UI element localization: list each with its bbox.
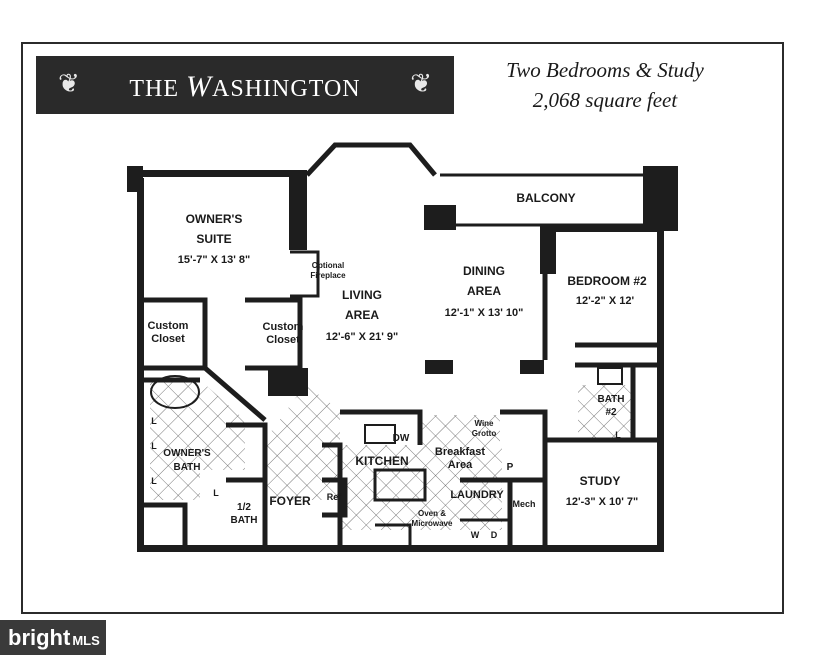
owners-bath-line2: BATH <box>173 462 200 473</box>
study-name: STUDY <box>580 474 621 488</box>
badge-brand: bright <box>8 625 71 650</box>
plan-title: THE WASHINGTON <box>36 70 454 104</box>
living-area-name1: LIVING <box>342 288 382 302</box>
balcony-name: BALCONY <box>516 191 575 205</box>
owners-bath-line1: OWNER'S <box>163 448 211 459</box>
bedroom2-name: BEDROOM #2 <box>567 274 647 288</box>
tile-floors <box>150 380 633 530</box>
mech-label: Mech <box>512 499 535 509</box>
title-cap: W <box>186 70 213 103</box>
oven-line1: Oven & <box>418 509 446 518</box>
dining-area-name2: AREA <box>467 284 501 298</box>
fireplace-line1: Optional <box>312 261 344 270</box>
kitchen-name: KITCHEN <box>355 454 408 468</box>
badge-suffix: MLS <box>72 633 100 648</box>
bathtub-icon <box>150 375 200 409</box>
sink-icon <box>364 424 396 444</box>
living-area-dims: 12'-6" X 21' 9" <box>326 331 399 343</box>
owners-suite-dims: 15'-7" X 13' 8" <box>178 254 251 266</box>
plan-subtitle-area: 2,068 square feet <box>532 88 678 112</box>
exterior-walls <box>127 166 678 552</box>
title-prefix: THE <box>129 76 180 102</box>
foyer-name: FOYER <box>269 494 311 508</box>
ref-label: Ref <box>327 492 343 502</box>
pantry-label: P <box>507 462 514 473</box>
oven-line2: Microwave <box>412 519 453 528</box>
ornament-left-icon: ❦ <box>58 68 80 98</box>
washer-label: W <box>471 530 480 540</box>
title-rest: ASHINGTON <box>212 76 361 102</box>
linen-marker: L <box>615 430 621 440</box>
wine-grotto-line2: Grotto <box>472 429 497 438</box>
fireplace-line2: Fireplace <box>310 271 346 280</box>
interior-walls <box>143 250 657 548</box>
study-dims: 12'-3" X 10' 7" <box>566 496 639 508</box>
linen-marker: L <box>213 488 219 498</box>
bath2-line1: BATH <box>597 394 624 405</box>
linen-marker: L <box>151 476 157 486</box>
bedroom2-dims: 12'-2" X 12' <box>576 295 635 307</box>
closet-left-line1: Custom <box>148 320 189 332</box>
dining-area-name1: DINING <box>463 264 505 278</box>
closet-left-line2: Closet <box>151 333 185 345</box>
breakfast-line2: Area <box>448 459 473 471</box>
bath2-line2: #2 <box>605 407 617 418</box>
linen-marker: L <box>151 416 157 426</box>
living-area-name2: AREA <box>345 308 379 322</box>
plan-frame <box>21 42 784 614</box>
laundry-name: LAUNDRY <box>450 489 504 501</box>
wine-grotto-line1: Wine <box>474 419 494 428</box>
dining-area-dims: 12'-1" X 13' 10" <box>445 307 524 319</box>
closet-right-line1: Custom <box>263 321 304 333</box>
plan-subtitle-type: Two Bedrooms & Study <box>506 58 704 82</box>
ornament-right-icon: ❦ <box>410 68 432 98</box>
closet-right-line2: Closet <box>266 334 300 346</box>
owners-suite-name1: OWNER'S <box>186 212 243 226</box>
bath2-sink-icon <box>597 367 623 385</box>
dryer-label: D <box>491 530 498 540</box>
owners-suite-name2: SUITE <box>196 232 231 246</box>
half-bath-line2: BATH <box>230 515 257 526</box>
breakfast-line1: Breakfast <box>435 446 485 458</box>
linen-marker: L <box>151 441 157 451</box>
half-bath-line1: 1/2 <box>237 502 251 513</box>
dishwasher-label: DW <box>393 433 410 444</box>
title-banner: ❦ THE WASHINGTON ❦ <box>36 56 454 114</box>
